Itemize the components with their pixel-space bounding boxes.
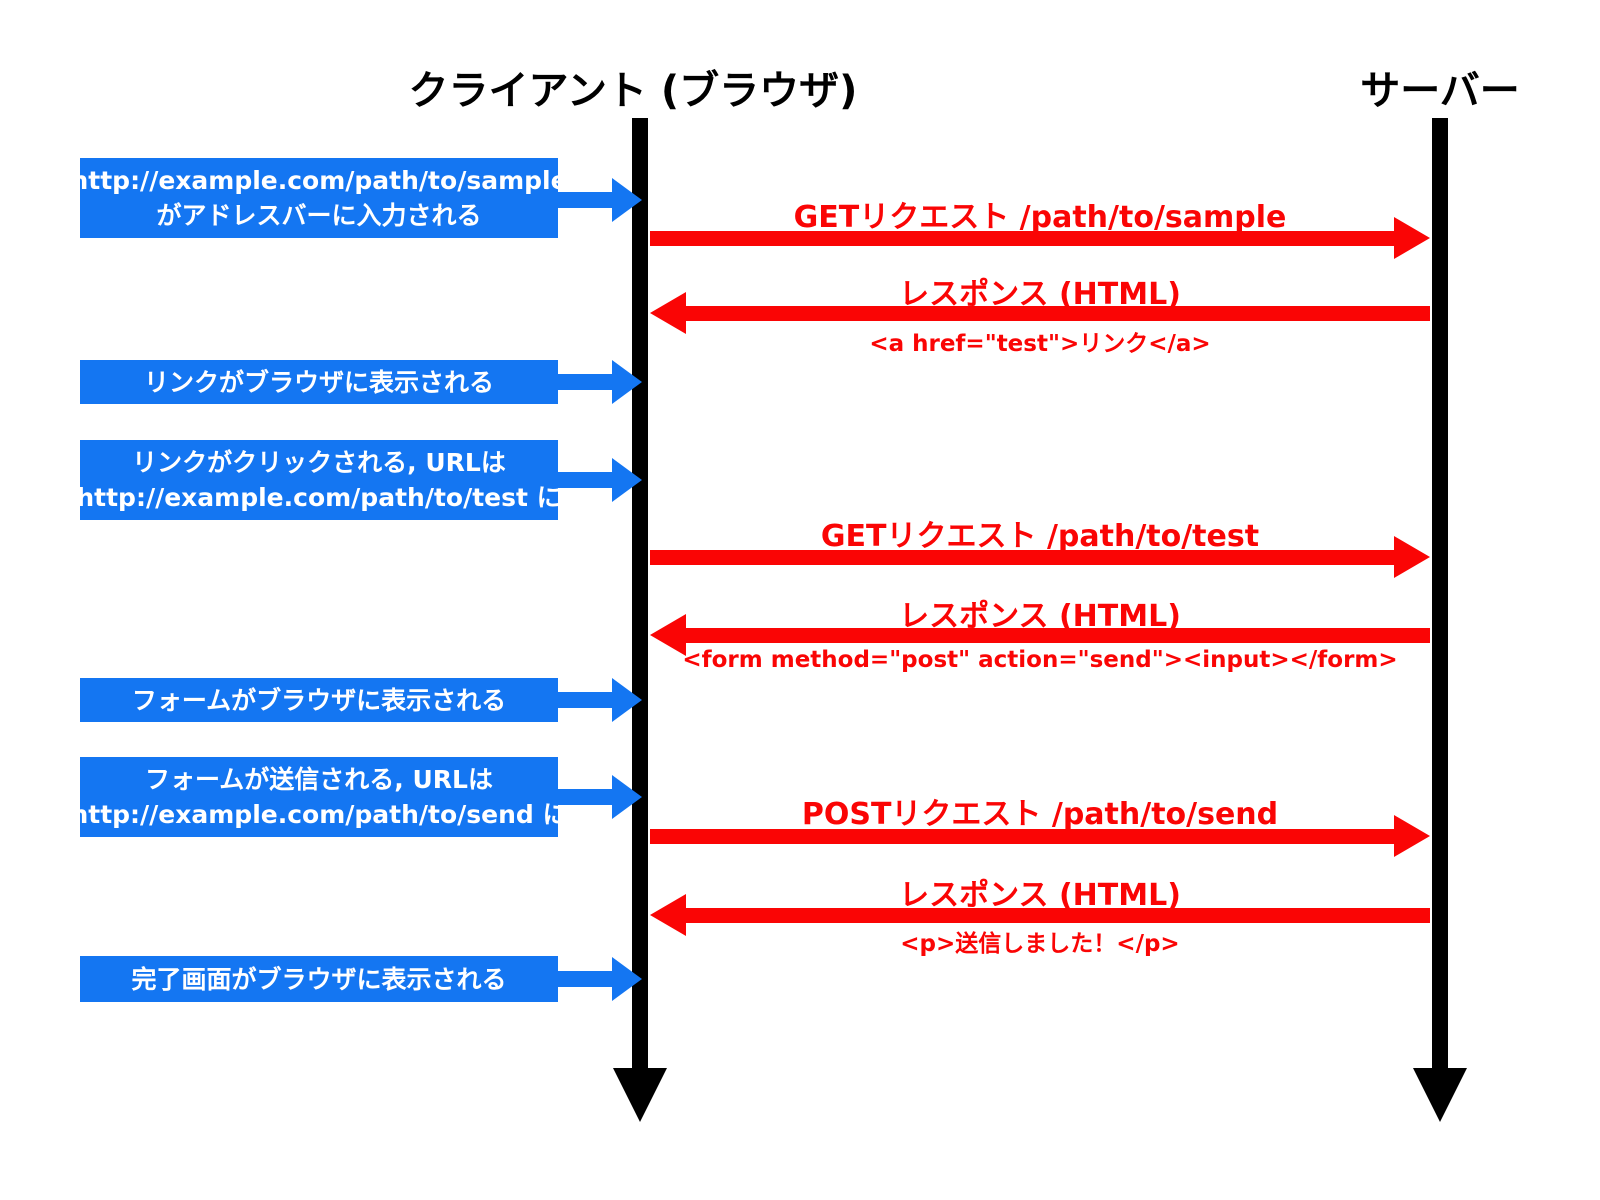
note-arrow-right-icon bbox=[558, 458, 642, 502]
note-text-line: http://example.com/path/to/sample bbox=[70, 166, 568, 195]
message-label-post-send: POSTリクエスト /path/to/send bbox=[801, 797, 1279, 832]
client-lifeline bbox=[632, 118, 648, 1070]
note-text-line: リンクがブラウザに表示される bbox=[143, 367, 494, 397]
note-text-line: リンクがクリックされる, URLは bbox=[132, 448, 506, 477]
server-title: サーバー bbox=[1360, 68, 1520, 114]
server-lifeline-arrowhead-icon bbox=[1413, 1068, 1467, 1122]
client-note-link-clicked: リンクがクリックされる, URLは http://example.com/pat… bbox=[76, 440, 562, 520]
note-text-line: がアドレスバーに入力される bbox=[156, 201, 482, 230]
note-text-line: http://example.com/path/to/send に bbox=[70, 800, 568, 829]
message-code-form: <form method="post" action="send"><input… bbox=[682, 647, 1398, 673]
client-note-link-displayed: リンクがブラウザに表示される bbox=[80, 360, 558, 404]
client-note-form-displayed: フォームがブラウザに表示される bbox=[80, 678, 558, 722]
request-arrow-right-icon bbox=[650, 536, 1430, 578]
note-arrow-right-icon bbox=[558, 178, 642, 222]
response-arrow-left-icon bbox=[650, 614, 1430, 656]
client-title: クライアント (ブラウザ) bbox=[408, 68, 858, 114]
client-note-url-entered: http://example.com/path/to/sample がアドレスバ… bbox=[70, 158, 568, 238]
note-arrow-right-icon bbox=[558, 678, 642, 722]
server-lifeline bbox=[1432, 118, 1448, 1070]
note-text-line: フォームがブラウザに表示される bbox=[131, 685, 507, 715]
request-arrow-right-icon bbox=[650, 217, 1430, 259]
note-text-line: 完了画面がブラウザに表示される bbox=[131, 964, 507, 994]
note-arrow-right-icon bbox=[558, 957, 642, 1001]
response-arrow-left-icon bbox=[650, 894, 1430, 936]
client-note-form-submitted: フォームが送信される, URLは http://example.com/path… bbox=[70, 757, 568, 837]
message-label-get-test: GETリクエスト /path/to/test bbox=[820, 519, 1260, 554]
message-code-paragraph: <p>送信しました！</p> bbox=[900, 931, 1180, 957]
note-arrow-right-icon bbox=[558, 360, 642, 404]
client-lifeline-arrowhead-icon bbox=[613, 1068, 667, 1122]
client-note-completion-displayed: 完了画面がブラウザに表示される bbox=[80, 956, 558, 1002]
note-arrow-right-icon bbox=[558, 775, 642, 819]
response-arrow-left-icon bbox=[650, 292, 1430, 334]
message-label-response-3: レスポンス (HTML) bbox=[899, 878, 1181, 913]
note-text-line: フォームが送信される, URLは bbox=[145, 765, 493, 794]
request-arrow-right-icon bbox=[650, 815, 1430, 857]
note-text-line: http://example.com/path/to/test に bbox=[76, 483, 562, 512]
message-code-anchor: <a href="test">リンク</a> bbox=[869, 331, 1211, 357]
message-label-get-sample: GETリクエスト /path/to/sample bbox=[793, 200, 1287, 235]
